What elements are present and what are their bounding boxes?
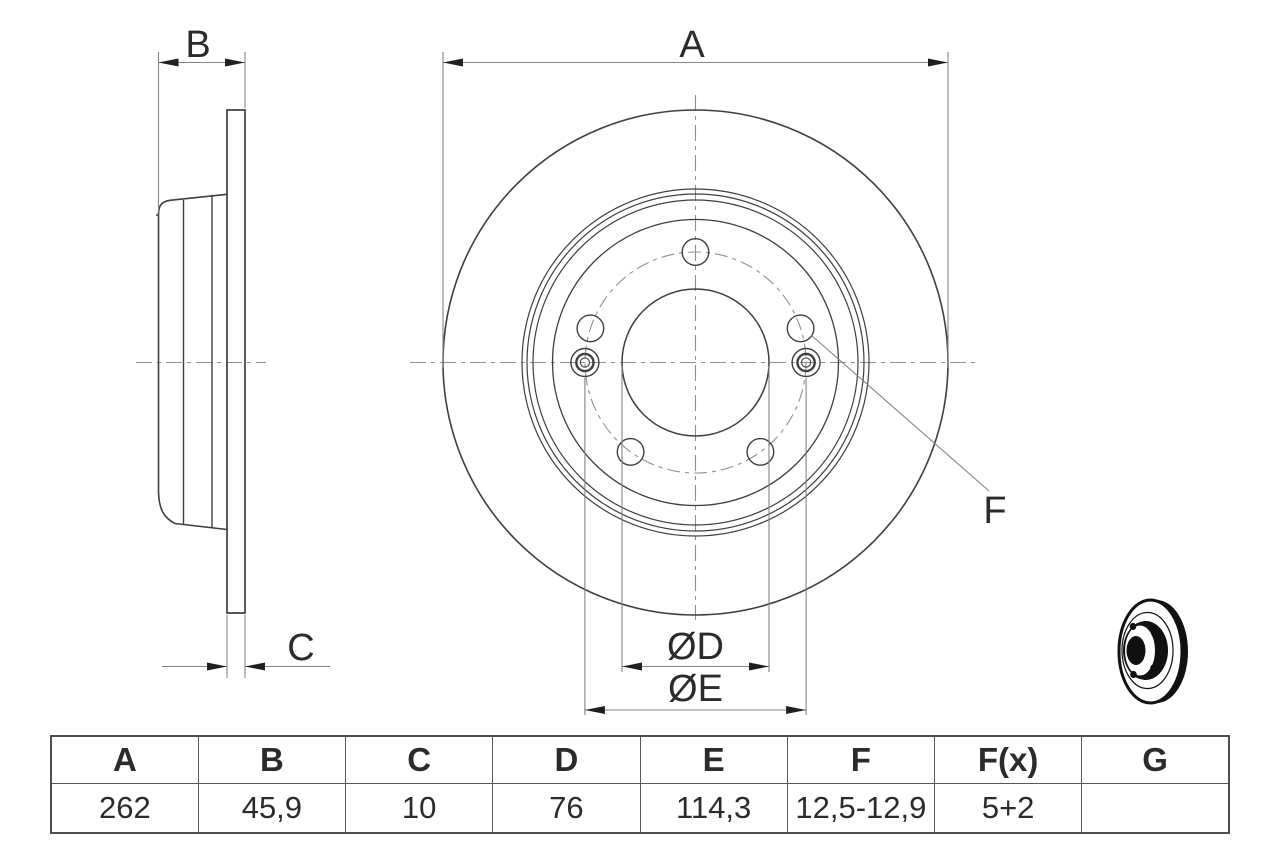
- header-cell-D: D: [492, 735, 641, 784]
- icon-center-bore: [1126, 636, 1146, 665]
- value-cell-B: 45,9: [197, 783, 347, 834]
- icon-bolt-dot: [1129, 622, 1137, 631]
- dimension-OD: ØD: [621, 366, 770, 672]
- value-cell-D: 76: [492, 783, 641, 834]
- arrowhead: [928, 58, 948, 67]
- arrowhead: [245, 662, 265, 671]
- icon-hat-edge-arc: [1121, 611, 1174, 690]
- value-cell-F: 12,5-12,9: [786, 783, 936, 834]
- pin-hole-right: [791, 347, 821, 378]
- hat-flange-circle: [551, 218, 840, 507]
- dimension-A: A: [442, 24, 949, 368]
- dimension-OE: ØE: [584, 378, 807, 715]
- label-C: C: [287, 627, 314, 669]
- hat-bottom-edge: [157, 491, 228, 531]
- label-OD: ØD: [667, 626, 724, 668]
- table-header-row: A B C D E F F(x) G: [50, 735, 1230, 784]
- arrowhead: [622, 662, 642, 671]
- callout-F: F: [810, 334, 1007, 532]
- center-bore-circle: [621, 288, 770, 437]
- label-A: A: [679, 24, 705, 66]
- arrowhead: [225, 58, 245, 67]
- front-view: A ØD ØE F: [410, 24, 1007, 715]
- header-cell-Fx: F(x): [933, 735, 1083, 784]
- value-cell-A: 262: [50, 783, 199, 834]
- label-F: F: [983, 490, 1006, 532]
- label-OE: ØE: [668, 668, 723, 710]
- header-cell-G: G: [1081, 735, 1230, 784]
- brake-disc-3d-icon: [1117, 598, 1188, 705]
- arrowhead: [158, 58, 179, 67]
- dimension-spec-table: A B C D E F F(x) G 262 45,9 10 76 114,3 …: [50, 735, 1230, 834]
- hat-top-edge: [157, 193, 228, 216]
- plate-outline: [226, 109, 246, 614]
- friction-edge-circle-3: [532, 199, 859, 526]
- icon-bolt-dot: [1150, 664, 1157, 672]
- header-cell-F: F: [786, 735, 936, 784]
- bolt-hole: [681, 237, 710, 266]
- bolt-hole: [746, 437, 775, 466]
- dimension-C: C: [162, 615, 330, 678]
- pin-hole-left: [570, 347, 600, 378]
- arrowhead: [443, 58, 463, 67]
- arrowhead: [207, 662, 227, 671]
- friction-edge-circle-2: [526, 193, 865, 532]
- bolt-hole: [616, 437, 645, 466]
- bolt-hole: [786, 314, 815, 343]
- bolt-hole: [576, 314, 605, 343]
- table-value-row: 262 45,9 10 76 114,3 12,5-12,9 5+2: [50, 783, 1230, 834]
- icon-bolt-dot: [1130, 670, 1137, 679]
- side-view: B C: [136, 24, 330, 678]
- value-cell-C: 10: [344, 783, 494, 834]
- friction-edge-circle-1: [521, 188, 870, 537]
- value-cell-E: 114,3: [639, 783, 788, 834]
- header-cell-C: C: [344, 735, 494, 784]
- value-cell-G: [1081, 783, 1230, 834]
- header-cell-A: A: [50, 735, 199, 784]
- bolt-circle-centerline: [584, 251, 807, 474]
- value-cell-Fx: 5+2: [933, 783, 1083, 834]
- arrowhead: [584, 706, 605, 714]
- header-cell-E: E: [639, 735, 788, 784]
- icon-bolt-dot: [1151, 629, 1158, 638]
- f-leader-line: [810, 334, 990, 492]
- dimension-B: B: [157, 24, 246, 212]
- header-cell-B: B: [197, 735, 347, 784]
- arrowhead: [749, 662, 769, 671]
- arrowhead: [786, 706, 807, 714]
- label-B: B: [185, 24, 210, 66]
